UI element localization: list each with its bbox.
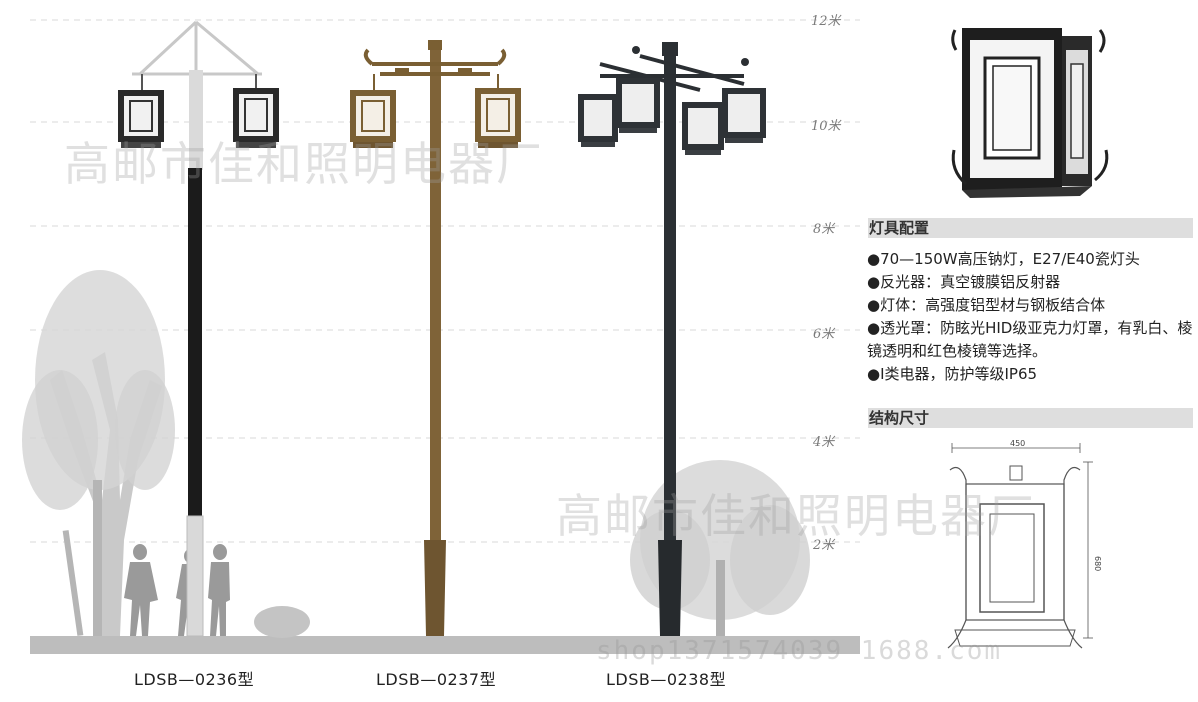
lantern-0236-right <box>233 74 279 148</box>
lantern-0238-1 <box>578 94 618 147</box>
tree-right <box>630 460 810 636</box>
config-item: ●灯体：高强度铝型材与钢板结合体 <box>867 296 1106 314</box>
scale-label-8: 8米 <box>813 222 836 237</box>
lantern-0238-4 <box>722 88 766 143</box>
model-label-0237: LDSB—0237型 <box>376 670 497 689</box>
lantern-0238-3 <box>682 102 724 155</box>
config-heading: 灯具配置 <box>868 218 1193 238</box>
people-silhouettes <box>124 544 230 636</box>
structure-height-label: 680 <box>1093 556 1102 571</box>
scale-label-6: 6米 <box>813 327 836 342</box>
config-item: ●反光器：真空镀膜铝反射器 <box>867 273 1061 291</box>
config-item: ●70—150W高压钠灯，E27/E40瓷灯头 <box>867 250 1140 268</box>
shrub <box>254 606 310 638</box>
scale-label-4: 4米 <box>812 435 836 450</box>
lantern-detail-image <box>951 28 1109 198</box>
lamp-pole-0237 <box>350 40 521 636</box>
lantern-0236-left <box>118 74 164 148</box>
structure-drawing <box>947 443 1093 649</box>
lamp-pole-0236 <box>118 20 279 637</box>
config-list: ●70—150W高压钠灯，E27/E40瓷灯头 ●反光器：真空镀膜铝反射器 ●灯… <box>867 248 1193 386</box>
scale-label-2: 2米 <box>812 538 836 553</box>
structure-heading: 结构尺寸 <box>868 408 1193 428</box>
config-item: ●I类电器，防护等级IP65 <box>867 365 1038 383</box>
lantern-0237-left <box>350 74 396 148</box>
structure-width-label: 450 <box>1010 439 1025 448</box>
tree-left <box>22 270 175 636</box>
model-label-0238: LDSB—0238型 <box>606 670 727 689</box>
config-item: ●透光罩：防眩光HID级亚克力灯罩，有乳白、棱镜透明和红色棱镜等选择。 <box>867 319 1193 360</box>
ground-strip <box>30 636 860 654</box>
model-label-0236: LDSB—0236型 <box>134 670 255 689</box>
lantern-0237-right <box>475 74 521 148</box>
scale-label-12: 12米 <box>811 14 843 29</box>
scale-label-10: 10米 <box>811 119 843 134</box>
lamp-pole-0238 <box>578 42 766 636</box>
height-scale: 12米 10米 8米 6米 4米 2米 <box>811 14 843 553</box>
lantern-0238-2 <box>616 78 660 133</box>
